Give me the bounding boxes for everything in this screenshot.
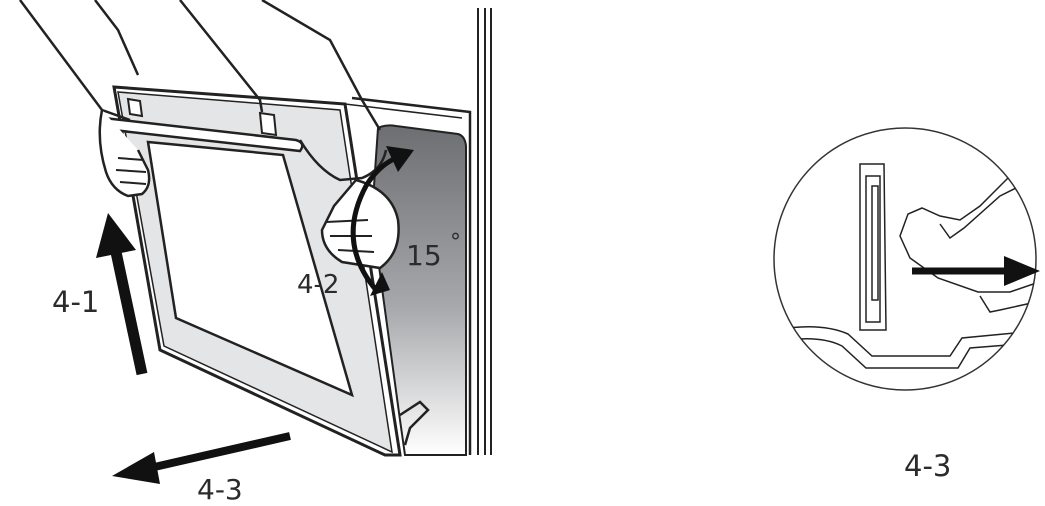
angle-value-label: 15	[406, 242, 442, 270]
angle-unit-label: °	[450, 232, 461, 254]
lift-arrow	[96, 213, 142, 374]
step-4-3-label: 4-3	[197, 476, 243, 504]
detail-caption-label: 4-3	[904, 452, 951, 481]
step-4-1-label: 4-1	[52, 288, 99, 317]
hinge-detail-view	[774, 128, 1045, 390]
step-4-2-label: 4-2	[297, 272, 339, 298]
